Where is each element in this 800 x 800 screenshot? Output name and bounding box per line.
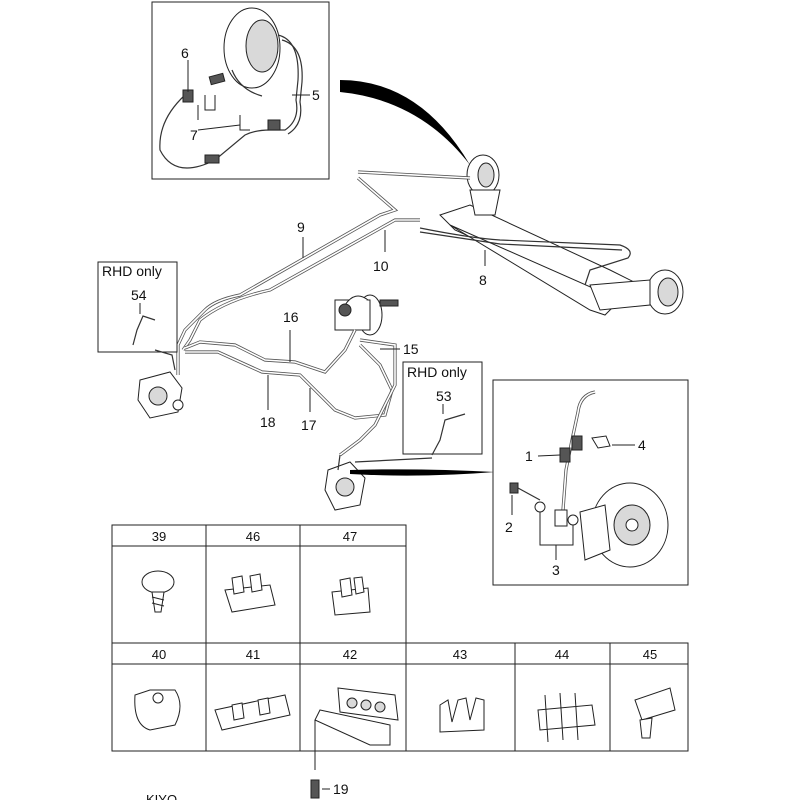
- hose-fitting-upper: [208, 72, 226, 86]
- part-45-push-clip: [634, 687, 676, 739]
- callout-9: 9: [297, 219, 305, 235]
- rhd-inset-right: RHD only 53: [354, 361, 483, 463]
- part-40-pipe-clamp: [134, 689, 181, 731]
- part-header-46: 46: [246, 529, 260, 544]
- callout-54: 54: [131, 287, 147, 303]
- callout-5: 5: [312, 87, 320, 103]
- hose-fitting-lower: [204, 154, 220, 164]
- part-39-push-clip: [141, 570, 175, 613]
- rhd-note-right: RHD only: [407, 364, 467, 380]
- part-header-43: 43: [453, 647, 467, 662]
- detail-arrow-top: [340, 80, 470, 165]
- callout-1: 1: [525, 448, 533, 464]
- part-header-44: 44: [555, 647, 569, 662]
- part-42-pipe-bracket: [314, 687, 399, 746]
- part-header-40: 40: [152, 647, 166, 662]
- callout-18: 18: [260, 414, 276, 430]
- master-cylinder: [334, 294, 399, 336]
- callout-10: 10: [373, 258, 389, 274]
- part-header-47: 47: [343, 529, 357, 544]
- callout-2: 2: [505, 519, 513, 535]
- part-44-pipe-clip: [537, 692, 596, 743]
- front-right-caliper: [324, 454, 366, 511]
- callout-8: 8: [479, 272, 487, 288]
- hose-1-lower-fitting: [559, 447, 571, 463]
- callout-15: 15: [403, 341, 419, 357]
- rear-drum-inset: 6 5 7: [151, 1, 330, 180]
- part-header-45: 45: [643, 647, 657, 662]
- callout-6: 6: [181, 45, 189, 61]
- callout-53: 53: [436, 388, 452, 404]
- front-left-caliper: [137, 349, 184, 419]
- footer-text: KIYO...: [146, 792, 188, 800]
- front-hose-inset: 1 4 2 3: [492, 379, 689, 586]
- part-41-pipe-clamp: [214, 694, 291, 731]
- parts-table-row2: 40 41 42 43 44 45: [111, 642, 689, 752]
- main-brake-pipes: 9 10: [176, 170, 471, 375]
- callout-16: 16: [283, 309, 299, 325]
- part-header-42: 42: [343, 647, 357, 662]
- rhd-inset-left-frame: [97, 261, 178, 353]
- front-brake-pipes: 15 16 17 18: [184, 309, 419, 457]
- rhd-note-left: RHD only: [102, 263, 162, 279]
- part-47-pipe-clip: [331, 576, 371, 616]
- part-header-41: 41: [246, 647, 260, 662]
- rhd-inset-left: RHD only 54: [97, 261, 178, 353]
- callout-7: 7: [190, 127, 198, 143]
- screw-19: 19: [310, 720, 349, 799]
- callout-3: 3: [552, 562, 560, 578]
- detail-arrow-right: [350, 469, 495, 476]
- rear-axle: 8: [419, 154, 684, 316]
- part-46-pipe-clip: [224, 573, 276, 613]
- callout-17: 17: [301, 417, 317, 433]
- part-43-pipe-clip: [439, 697, 485, 733]
- clip-fitting: [267, 119, 281, 131]
- clip-4: [591, 435, 611, 449]
- parts-table-row1: 39 46 47: [111, 524, 407, 644]
- callout-19: 19: [333, 781, 349, 797]
- part-header-39: 39: [152, 529, 166, 544]
- hose-1-fitting: [571, 435, 583, 451]
- callout-4: 4: [638, 437, 646, 453]
